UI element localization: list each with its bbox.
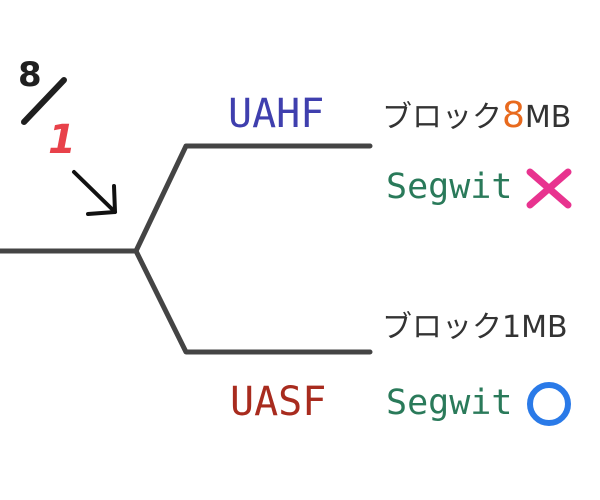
uahf-block-unit: MB: [524, 100, 572, 135]
date-month: 8: [18, 55, 42, 95]
uahf-segwit-label: Segwit: [386, 167, 513, 207]
lower-branch-line: [133, 248, 373, 355]
cross-mark-icon: [526, 168, 572, 209]
uahf-label: UAHF: [228, 91, 325, 137]
uasf-segwit-label: Segwit: [386, 383, 513, 423]
circle-mark-icon: [527, 382, 571, 426]
date-slash: [21, 77, 67, 125]
uasf-block-size-value: 1: [502, 310, 522, 345]
uasf-block-unit: MB: [521, 310, 568, 345]
pointer-arrow-icon: [72, 170, 117, 216]
date-day: 1: [48, 117, 76, 163]
uasf-block-prefix: ブロック: [382, 310, 502, 345]
uasf-block-size: ブロック1MB: [382, 313, 568, 343]
uahf-block-size: ブロック8MB: [382, 98, 571, 134]
uahf-block-size-value: 8: [502, 95, 525, 136]
upper-branch-line: [133, 143, 373, 254]
uahf-block-prefix: ブロック: [382, 100, 502, 135]
uasf-label: UASF: [230, 379, 327, 425]
